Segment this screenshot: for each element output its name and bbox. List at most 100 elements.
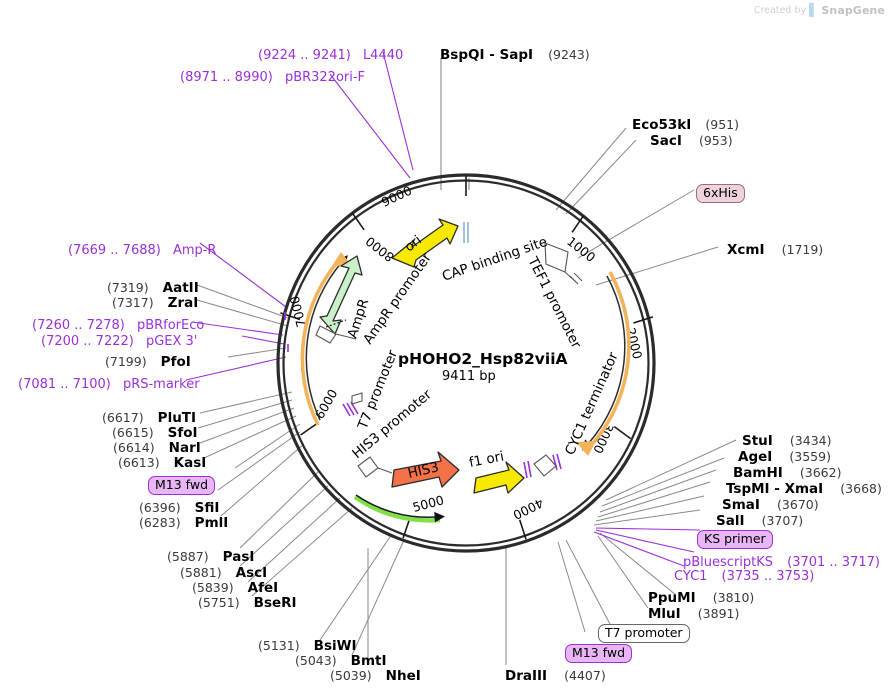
- kasi-name: KasI: [173, 455, 207, 471]
- label-m13-fwd-bottom: M13 fwd: [565, 642, 633, 664]
- prs-marker-position: (7081 .. 7100): [18, 377, 111, 392]
- nhei-name: NheI: [385, 668, 421, 684]
- label-kasi: (6613) KasI: [118, 452, 206, 471]
- aatii-name: AatII: [162, 280, 199, 296]
- draiii-name: DraIII: [505, 668, 548, 684]
- label-draiii: DraIII (4407): [505, 665, 606, 684]
- bamhi-name: BamHI: [733, 465, 783, 481]
- leader-lines-right-top: [555, 127, 719, 286]
- afei-name: AfeI: [247, 580, 279, 596]
- label-ppumi: PpuMI (3810): [648, 587, 754, 606]
- label-mlui: MluI (3891): [648, 603, 739, 622]
- label-pgex-3prime: (7200 .. 7222) pGEX 3': [41, 330, 197, 349]
- feature-glyph-his3-promoter: [357, 456, 393, 478]
- mlui-name: MluI: [648, 606, 681, 622]
- mlui-position: (3891): [697, 606, 740, 621]
- tspmi-xmai-name: TspMI - XmaI: [726, 481, 824, 497]
- label-tspmi-xmai: TspMI - XmaI (3668): [726, 478, 882, 497]
- t7-promoter-badge: T7 promoter: [598, 624, 690, 644]
- pbluescriptks-name: pBluescriptKS: [683, 555, 774, 570]
- pbluescriptks-position: (3701 .. 3717): [787, 555, 880, 570]
- leader-lines-left-purple: [185, 242, 287, 381]
- l4440-position: (9224 .. 9241): [258, 48, 351, 63]
- agei-name: AgeI: [738, 449, 773, 465]
- nhei-position: (5039): [330, 668, 372, 683]
- feature-arrow-his3: [391, 451, 460, 488]
- bspqi-sapi-position: (9243): [548, 47, 590, 62]
- label-pluti: (6617) PluTI: [102, 407, 196, 426]
- leader-lines-bottom-left: [239, 471, 405, 665]
- draiii-position: (4407): [564, 668, 606, 683]
- ks-primer-badge: KS primer: [697, 530, 773, 550]
- sfii-position: (6396): [139, 500, 181, 515]
- smai-name: SmaI: [722, 497, 760, 513]
- pfoi-name: PfoI: [160, 354, 191, 370]
- pmli-position: (6283): [139, 515, 181, 530]
- label-bsiwi: (5131) BsiWI: [258, 635, 357, 654]
- afei-position: (5839): [192, 580, 234, 595]
- leader-lines-right-lower-purple: [593, 527, 701, 567]
- bspqi-sapi-name: BspQI - SapI: [440, 47, 534, 63]
- plasmid-title: pHOHO2_Hsp82viiA: [398, 350, 568, 368]
- asci-position: (5881): [180, 565, 222, 580]
- bseri-name: BseRI: [253, 595, 297, 611]
- m13-fwd-left-badge: M13 fwd: [148, 476, 216, 496]
- bsiwi-name: BsiWI: [313, 638, 357, 654]
- agei-position: (3559): [789, 449, 831, 464]
- feature-mark-blue: [463, 222, 469, 243]
- label-pbrforeco: (7260 .. 7278) pBRforEco: [32, 314, 204, 333]
- tspmi-xmai-position: (3668): [840, 481, 882, 496]
- svg-text:7000: 7000: [287, 294, 309, 329]
- label-saci: SacI (953): [650, 130, 733, 149]
- feature-glyph-ampr-promoter: [315, 325, 357, 344]
- watermark-brand: SnapGene: [821, 3, 885, 17]
- label-pbluescriptks: pBluescriptKS (3701 .. 3717): [683, 551, 880, 570]
- label-bamhi: BamHI (3662): [733, 462, 841, 481]
- label-prs-marker: (7081 .. 7100) pRS-marker: [18, 373, 200, 392]
- feature-glyph-t7-promoter: [351, 392, 363, 405]
- ppumi-name: PpuMI: [648, 590, 696, 606]
- label-sali: SalI (3707): [716, 510, 803, 529]
- pbrforeco-position: (7260 .. 7278): [32, 318, 125, 333]
- label-bspqi-sapi: BspQI - SapI (9243): [440, 44, 590, 63]
- nari-position: (6614): [113, 440, 155, 455]
- smai-position: (3670): [777, 497, 819, 512]
- feature-dashes-ampr: [325, 319, 347, 328]
- stui-name: StuI: [742, 433, 773, 449]
- label-pfoi: (7199) PfoI: [105, 351, 191, 370]
- amp-r-position: (7669 .. 7688): [68, 243, 161, 258]
- snapgene-watermark: Created by ▌ SnapGene: [754, 3, 885, 17]
- label-eco53ki: Eco53kI (951): [632, 114, 739, 133]
- bmti-position: (5043): [295, 653, 337, 668]
- feature-arc-orange: [300, 256, 631, 451]
- saci-name: SacI: [650, 133, 682, 149]
- feature-arc-orange-core: [305, 255, 626, 451]
- xcmi-name: XcmI: [727, 242, 765, 258]
- label-stui: StuI (3434): [742, 430, 831, 449]
- label-pasi: (5887) PasI: [167, 546, 254, 565]
- label-aatii: (7319) AatII: [107, 277, 199, 296]
- watermark-created-by: Created by: [753, 4, 807, 16]
- feature-arrow-f1ori: [473, 461, 525, 494]
- sali-name: SalI: [716, 513, 745, 529]
- label-zrai: (7317) ZraI: [112, 292, 198, 311]
- pasi-name: PasI: [222, 549, 255, 565]
- label-amp-r: (7669 .. 7688) Amp-R: [68, 239, 216, 258]
- pasi-position: (5887): [167, 549, 209, 564]
- kasi-position: (6613): [118, 455, 160, 470]
- label-ks-primer: KS primer: [697, 528, 773, 550]
- feature-label-f1-ori: f1 ori: [468, 449, 506, 471]
- leader-lines-left-gray: [196, 284, 289, 358]
- sfoi-position: (6615): [112, 425, 154, 440]
- pluti-position: (6617): [102, 410, 144, 425]
- snapgene-flag-icon: ▌: [809, 3, 819, 17]
- xcmi-position: (1719): [781, 242, 824, 257]
- leader-lines-bottom-center: [505, 539, 613, 665]
- pfoi-position: (7199): [105, 354, 147, 369]
- pmli-name: PmlI: [194, 515, 229, 531]
- asci-name: AscI: [235, 565, 268, 581]
- pgex-3prime-name: pGEX 3': [145, 334, 198, 349]
